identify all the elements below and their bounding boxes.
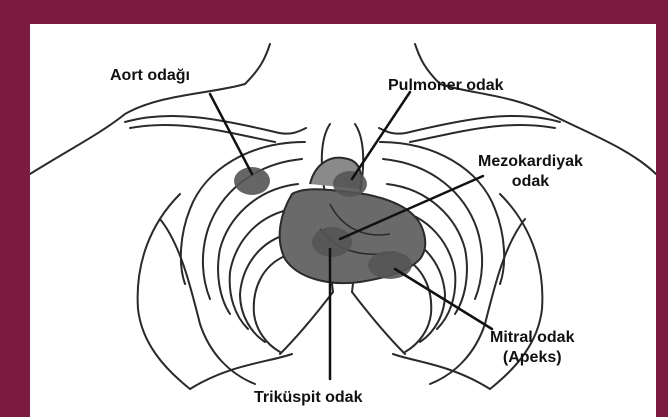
costal-margin	[280, 292, 405, 354]
mezokardiyak-label: Mezokardiyak odak	[478, 152, 583, 192]
mezokardiyak-label-line2: odak	[478, 172, 583, 192]
mitral-label-line2: (Apeks)	[490, 348, 574, 368]
mezokardiyak-label-line1: Mezokardiyak	[478, 152, 583, 172]
tricuspid-focus-spot	[312, 227, 352, 257]
figure-panel: Aort odağı Pulmoner odak Mezokardiyak od…	[30, 24, 656, 417]
aort-label: Aort odağı	[110, 66, 190, 86]
mitral-label-line1: Mitral odak	[490, 328, 574, 348]
pulmonic-focus-spot	[333, 171, 367, 197]
aortic-focus-spot	[234, 167, 270, 195]
trikuspit-label: Triküspit odak	[254, 388, 362, 408]
pulmoner-label: Pulmoner odak	[388, 76, 504, 96]
torso-outline	[30, 44, 270, 174]
mitral-label: Mitral odak (Apeks)	[490, 328, 574, 368]
